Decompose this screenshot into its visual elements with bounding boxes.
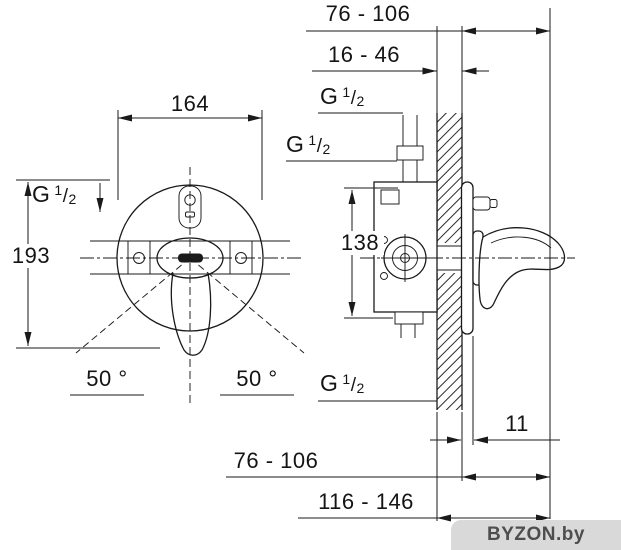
- g-thread-letter: G: [320, 83, 339, 109]
- g-thread-numerator: 1: [54, 182, 63, 198]
- side-view-dimensions: [226, 8, 560, 522]
- g-thread-numerator: 1: [308, 132, 317, 148]
- ext-lines-138: [344, 187, 398, 319]
- ext-lines-164: [117, 110, 263, 200]
- dim-label-trim-depth: 11: [505, 411, 529, 436]
- diverter-knob-side: [472, 196, 491, 211]
- bracket-tabs: [127, 241, 253, 274]
- side-view: [360, 113, 575, 410]
- g-thread-numerator: 1: [342, 84, 351, 100]
- g-thread-slash: /: [62, 186, 69, 207]
- dim-label-total-depth: 116 - 146: [318, 489, 414, 514]
- g-thread-slash: /: [350, 88, 357, 109]
- g-thread-slash: /: [350, 375, 357, 396]
- watermark-text: BYZON.by: [487, 524, 585, 545]
- g-thread-denominator: 2: [356, 93, 365, 109]
- swing-line-right: [189, 257, 305, 354]
- body-detail: [380, 189, 400, 205]
- lever-front: [170, 272, 212, 356]
- lever-side: [478, 227, 566, 310]
- dim-label-swing-right: 50 °: [236, 366, 278, 391]
- swing-line-left: [75, 257, 191, 354]
- diverter-knob-tip: [489, 199, 498, 208]
- g-thread-slash: /: [316, 136, 323, 157]
- pipe-fitting: [396, 145, 424, 161]
- g-thread-letter: G: [320, 370, 339, 396]
- dim-label-wall-range: 16 - 46: [328, 42, 400, 67]
- wall-ext-lines-up: [436, 26, 463, 113]
- body-bolt-bottom: [380, 272, 388, 280]
- g-thread-denominator: 2: [356, 380, 365, 396]
- g-thread-denominator: 2: [322, 141, 331, 157]
- dim-label-swing-left: 50 °: [86, 366, 128, 391]
- dim-label-height: 193: [6, 243, 56, 269]
- front-view: [75, 167, 305, 407]
- dim-label-port-distance: 138: [336, 230, 384, 256]
- watermark-badge: BYZON.by: [451, 520, 621, 550]
- g-thread-letter: G: [32, 181, 51, 207]
- bottom-outlet-pipe: [400, 324, 416, 338]
- bottom-outlet: [394, 311, 424, 325]
- g-thread-denominator: 2: [68, 191, 77, 207]
- g-thread-letter: G: [286, 131, 305, 157]
- lever-side-detail: [490, 236, 552, 249]
- g-thread-numerator: 1: [342, 371, 351, 387]
- dim-label-diameter: 164: [170, 91, 210, 116]
- ext-lines-193: [16, 179, 160, 349]
- ext-lines-11: [461, 336, 474, 481]
- dim-label-depth-bottom: 76 - 106: [233, 448, 319, 473]
- dim-label-depth-top: 76 - 106: [325, 1, 411, 26]
